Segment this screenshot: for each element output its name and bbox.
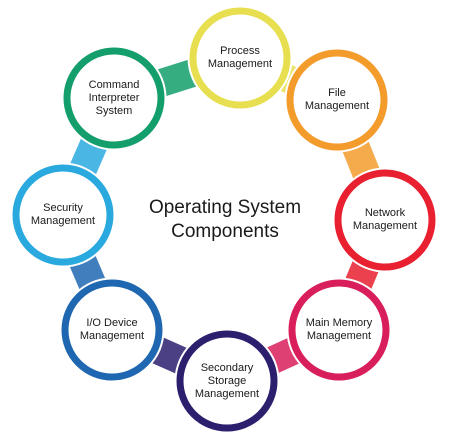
component-node [284,47,390,153]
diagram-title: Operating System Components [148,197,302,242]
component-node [187,5,293,111]
component-node [59,277,165,383]
component-nodes [10,5,438,434]
component-node [10,162,116,268]
component-node [332,167,438,273]
component-node [61,45,167,151]
component-node [174,328,280,434]
component-node [286,277,392,383]
